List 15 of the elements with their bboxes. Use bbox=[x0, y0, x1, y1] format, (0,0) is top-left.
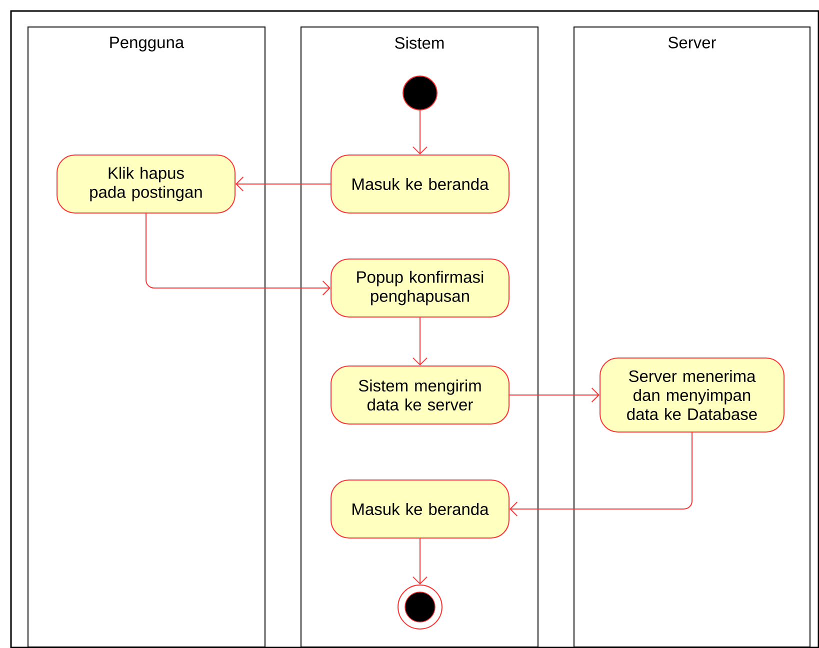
arrow bbox=[412, 538, 428, 584]
activity-box: Masuk ke beranda bbox=[330, 154, 510, 214]
activity-box: Klik hapus pada postingan bbox=[56, 154, 236, 214]
arrow bbox=[236, 176, 331, 192]
start-node bbox=[402, 76, 438, 110]
activity-box: Masuk ke beranda bbox=[330, 480, 510, 538]
arrow bbox=[146, 213, 330, 296]
activity-box: Server menerima dan menyimpan data ke Database bbox=[600, 358, 784, 432]
activity-box: Popup konfirmasi penghapusan bbox=[330, 258, 510, 318]
arrow bbox=[510, 432, 692, 516]
arrow bbox=[412, 317, 428, 366]
arrow bbox=[412, 110, 428, 154]
arrow bbox=[509, 388, 600, 402]
activity-box: Sistem mengirim data ke server bbox=[330, 366, 510, 424]
end-node bbox=[398, 584, 442, 630]
